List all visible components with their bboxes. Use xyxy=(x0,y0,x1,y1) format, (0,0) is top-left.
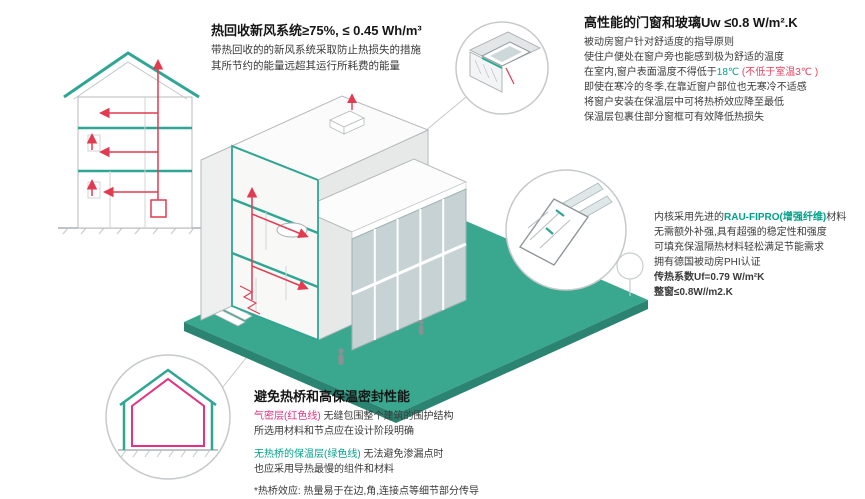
thermal-bridge-section: 避免热桥和高保温密封性能 气密层(红色线) 无缝包围整个建筑的围护结构 所选用材… xyxy=(254,386,594,499)
tree xyxy=(616,252,644,296)
insulation-layer-green-line xyxy=(119,368,217,450)
profile-line1-suffix: 材料 xyxy=(826,212,847,223)
profile-uw-value: 整窗≤0.8W//m2.K xyxy=(654,287,733,298)
heat-recovery-line2: 其所节约的能量远超其运行所耗费的能量 xyxy=(211,59,400,72)
insulation-layer-label: 无热桥的保温层(绿色线) xyxy=(254,449,361,460)
floor-heating-coil xyxy=(239,285,261,315)
cross-section-house-illustration xyxy=(58,51,208,235)
thermal-line2: 所选用材料和节点应在设计阶段明确 xyxy=(254,426,414,437)
windows-line6: 保温层包裹住部分窗框可有效降低热损失 xyxy=(584,112,764,123)
window-detail-callout-circle xyxy=(455,21,549,115)
callout-connector-line xyxy=(221,352,251,389)
airtight-layer-red-line xyxy=(131,377,205,447)
airtight-layer-label: 气密层(红色线) xyxy=(254,411,321,422)
profile-line1: 内核采用先进的RAU-FIPRO(增强纤维)材料 xyxy=(654,210,862,225)
thermal-line1: 气密层(红色线) 无缝包围整个建筑的围护结构 xyxy=(254,409,594,424)
rooftop-vent-unit xyxy=(329,110,365,135)
profile-uf-value: 传热系数Uf=0.79 W/m²K xyxy=(654,272,765,283)
window-profile-callout-circle xyxy=(505,169,627,291)
windows-line3-warning: (不低于室温3℃ ) xyxy=(739,67,819,78)
windows-line4: 即使在寒冷的冬季,在靠近窗户部位也无寒冷不适感 xyxy=(584,82,807,93)
human-figures xyxy=(338,319,424,365)
windows-line5: 将窗户安装在保温层中可将热桥效应降至最低 xyxy=(584,97,784,108)
windows-title: 高性能的门窗和玻璃Uw ≤0.8 W/m².K xyxy=(584,15,798,30)
thermal-line3-rest: 无法避免渗漏点时 xyxy=(360,449,444,460)
profile-line2: 无需额外补强,具有超强的稳定性和强度 xyxy=(654,227,827,238)
profile-line4: 拥有德国被动房PHI认证 xyxy=(654,257,761,268)
windows-line3: 在室内,窗户表面温度不得低于18℃ (不低于室温3℃ ) xyxy=(584,65,862,80)
rau-fipro-label: RAU-FIPRO(增强纤维) xyxy=(724,212,827,223)
thermal-title: 避免热桥和高保温密封性能 xyxy=(254,389,411,404)
profile-line1-prefix: 内核采用先进的 xyxy=(654,212,724,223)
heat-recovery-line1: 带热回收的的新风系统采取防止热损失的措施 xyxy=(211,44,421,56)
profile-line3: 可填充保温隔热材料轻松满足节能需求 xyxy=(654,242,824,253)
profile-body xyxy=(518,198,590,266)
windows-line2: 使住户便处在窗户旁也能感到极为舒适的温度 xyxy=(584,52,784,63)
heat-recovery-title: 热回收新风系统≥75%, ≤ 0.45 Wh/m³ xyxy=(211,23,422,38)
ventilation-ducts xyxy=(239,187,309,315)
thermal-line4: 也应采用导热最慢的组件和材料 xyxy=(254,464,394,475)
profile-section: 内核采用先进的RAU-FIPRO(增强纤维)材料 无需额外补强,具有超强的稳定性… xyxy=(654,210,862,300)
callout-connector-line xyxy=(423,96,467,133)
thermal-line3: 无热桥的保温层(绿色线) 无法避免渗漏点时 xyxy=(254,447,594,462)
windows-line3-temperature: 18℃ xyxy=(716,67,740,78)
windows-line1: 被动房窗户针对舒适度的指导原则 xyxy=(584,37,734,48)
thermal-line1-rest: 无缝包围整个建筑的围护结构 xyxy=(320,411,454,422)
windows-section: 高性能的门窗和玻璃Uw ≤0.8 W/m².K 被动房窗户针对舒适度的指导原则 … xyxy=(584,12,862,125)
windows-line3-prefix: 在室内,窗户表面温度不得低于 xyxy=(584,67,717,78)
heat-recovery-section: 热回收新风系统≥75%, ≤ 0.45 Wh/m³ 带热回收的的新风系统采取防止… xyxy=(211,20,541,75)
window-glass xyxy=(490,46,522,62)
roof-outline xyxy=(63,51,200,99)
thermal-envelope-callout-circle xyxy=(105,354,231,480)
ventilation-duct-lines xyxy=(86,59,167,218)
